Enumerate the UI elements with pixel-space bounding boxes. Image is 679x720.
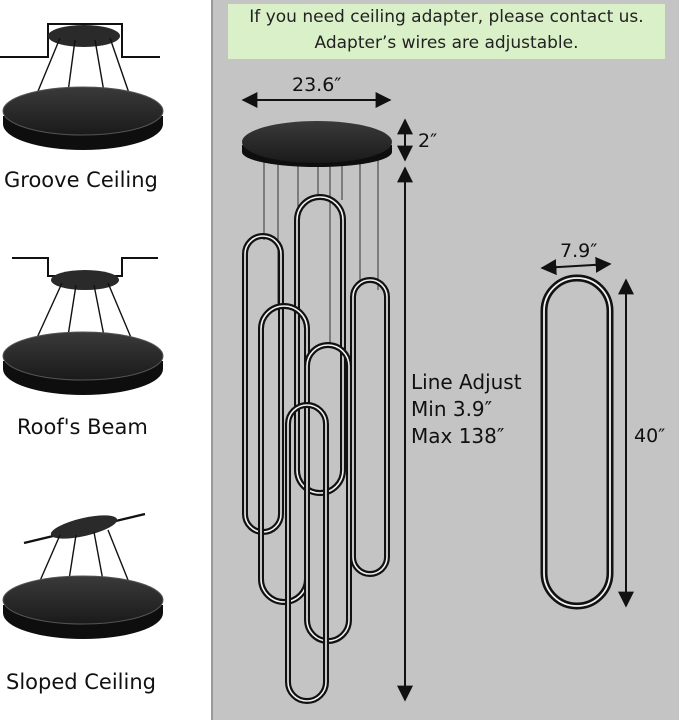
ceiling-adapter-notice: If you need ceiling adapter, please cont… (228, 4, 665, 59)
sloped-ceiling-caption: Sloped Ceiling (6, 670, 156, 694)
beam-suspension-wires (35, 282, 133, 341)
groove-canopy (48, 25, 120, 47)
canopy-height-label: 2″ (418, 130, 438, 152)
chandelier-canopy (242, 121, 392, 167)
sloped-ceiling-illustration (2, 512, 164, 639)
notice-line-1: If you need ceiling adapter, please cont… (249, 7, 644, 27)
groove-ceiling-illustration (0, 23, 164, 150)
beam-fixture-disc (3, 332, 163, 380)
notice-line-2: Adapter’s wires are adjustable. (314, 33, 579, 53)
groove-suspension-wires (35, 37, 131, 97)
chandelier-rings (242, 194, 390, 704)
groove-ceiling-outline (0, 23, 160, 58)
single-ring-detail (540, 274, 614, 610)
ring-width-label: 7.9″ (560, 240, 598, 262)
roof-beam-illustration (2, 257, 164, 395)
ring-height-label: 40″ (634, 425, 666, 447)
beam-canopy (51, 270, 119, 290)
roof-beam-caption: Roof's Beam (17, 415, 148, 439)
canopy-width-label: 23.6″ (292, 74, 342, 96)
line-adjust-max: Max 138″ (411, 424, 505, 448)
line-adjust-min: Min 3.9″ (411, 397, 493, 421)
groove-ceiling-caption: Groove Ceiling (4, 168, 158, 192)
ring-width-arrow (540, 256, 612, 276)
groove-fixture-disc (3, 87, 163, 135)
line-adjust-title: Line Adjust (411, 370, 522, 394)
sloped-canopy (50, 515, 118, 539)
sloped-fixture-disc (3, 576, 163, 624)
